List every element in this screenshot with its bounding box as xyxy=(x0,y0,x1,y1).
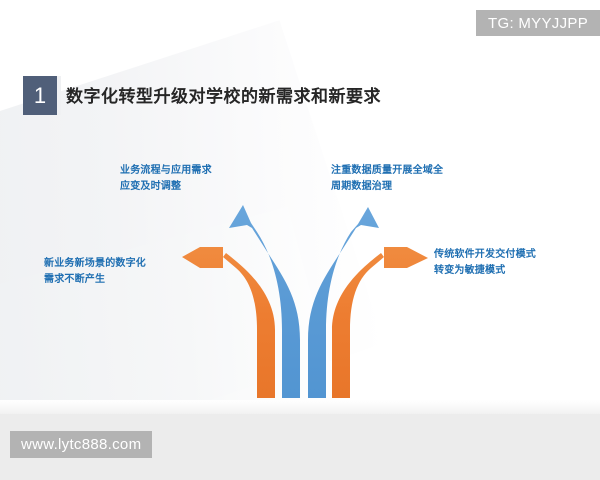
footer-gradient xyxy=(0,400,600,418)
arrow-outer-right xyxy=(332,247,428,398)
callout-top-left-line2: 应变及时调整 xyxy=(120,181,182,192)
section-number-badge: 1 xyxy=(23,76,57,115)
callout-mid-left-line2: 需求不断产生 xyxy=(44,274,106,285)
watermark-telegram: TG: MYYJJPP xyxy=(476,10,600,36)
callout-mid-left-line1: 新业务新场景的数字化 xyxy=(44,258,146,269)
badge-divider xyxy=(57,76,61,115)
callout-top-right: 注重数据质量开展全域全 周期数据治理 xyxy=(331,163,443,195)
callout-mid-right-line2: 转变为敏捷模式 xyxy=(434,265,506,276)
page-title: 数字化转型升级对学校的新需求和新要求 xyxy=(66,87,381,106)
arrow-inner-left xyxy=(229,205,300,398)
callout-top-right-line1: 注重数据质量开展全域全 xyxy=(331,165,444,176)
arrow-outer-left xyxy=(182,247,275,398)
arrow-inner-right xyxy=(308,207,379,398)
callout-top-right-line2: 周期数据治理 xyxy=(331,181,393,192)
callout-top-left: 业务流程与应用需求 应变及时调整 xyxy=(120,163,212,195)
watermark-website: www.lytc888.com xyxy=(10,431,153,458)
callout-mid-right: 传统软件开发交付模式 转变为敏捷模式 xyxy=(434,247,536,279)
callout-mid-right-line1: 传统软件开发交付模式 xyxy=(434,249,536,260)
callout-mid-left: 新业务新场景的数字化 需求不断产生 xyxy=(44,256,146,288)
callout-top-left-line1: 业务流程与应用需求 xyxy=(120,165,212,176)
